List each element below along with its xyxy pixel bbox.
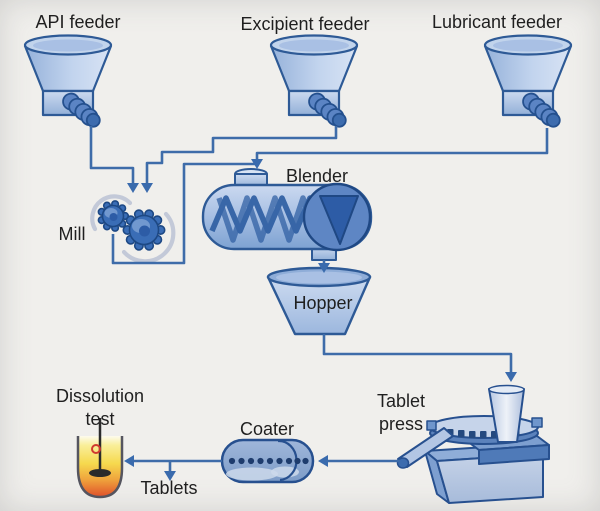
tablet-press-icon (396, 384, 550, 504)
arrowhead-icon (505, 372, 517, 382)
arrowhead-icon (251, 159, 263, 169)
api-feeder-icon (23, 34, 113, 128)
mill-label: Mill (58, 224, 86, 244)
flow-lines (89, 126, 549, 472)
edge-api-to-mill (89, 126, 135, 184)
dissolution-vessel-icon (76, 418, 124, 499)
edge-hopper-to-press (322, 334, 513, 373)
excipient-feeder-screw-icon (308, 92, 347, 128)
stirrer-paddle-icon (89, 469, 111, 477)
mill-icon (90, 194, 176, 264)
edge-lubricant-to-blender (255, 128, 549, 160)
api-feeder-label: API feeder (35, 12, 121, 32)
dissolution-test-label: Dissolution test (55, 386, 145, 429)
red-ring-icon (91, 444, 101, 454)
arrowhead-icon (318, 455, 328, 467)
coater-tablets-bed-icon (226, 467, 278, 481)
api-feeder-screw-icon (62, 92, 101, 128)
coater-label: Coater (239, 419, 295, 439)
tablets-label: Tablets (140, 478, 198, 498)
edge-excipient-to-mill (145, 126, 338, 184)
lubricant-feeder-icon (483, 34, 573, 128)
tablet-press-label: Tablet press (376, 391, 426, 434)
mill-gear-small-icon (97, 200, 130, 232)
arrowhead-icon (141, 183, 153, 193)
blender-cone-icon (319, 195, 359, 245)
coater-dots-icon (228, 457, 309, 465)
blender-label: Blender (285, 166, 349, 186)
lubricant-feeder-screw-icon (522, 92, 561, 128)
coater-icon (220, 438, 315, 484)
excipient-feeder-icon (269, 34, 359, 128)
arrowhead-icon (164, 471, 176, 481)
arrowhead-icon (124, 455, 134, 467)
hopper-label: Hopper (293, 293, 353, 313)
mill-gear-large-icon (122, 209, 166, 251)
arrowhead-icon (127, 183, 139, 193)
mill-swoosh-icon (121, 211, 176, 264)
excipient-feeder-label: Excipient feeder (240, 14, 370, 34)
mill-swoosh-icon (90, 194, 133, 232)
arrowhead-icon (318, 263, 330, 273)
lubricant-feeder-label: Lubricant feeder (431, 12, 563, 32)
flow-arrowheads (124, 159, 517, 481)
edge-mill-to-blender (111, 162, 257, 265)
hopper-icon (266, 266, 372, 336)
blender-icon (201, 168, 373, 261)
